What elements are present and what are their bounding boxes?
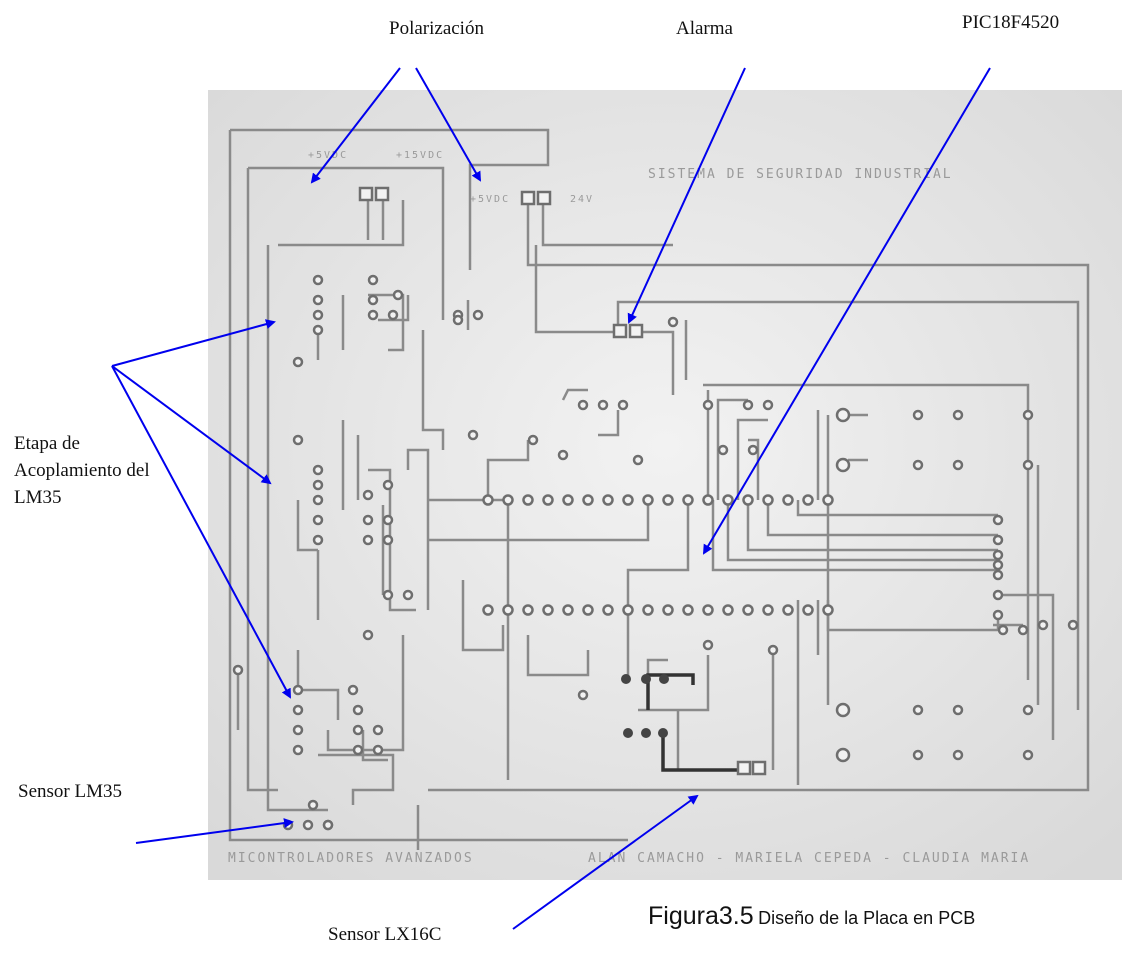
label-sensor-lm35: Sensor LM35 [18, 781, 122, 802]
label-etapa-acoplamiento: Etapa de Acoplamiento del LM35 [14, 433, 150, 508]
board-footer-left: MICONTROLADORES AVANZADOS [228, 851, 474, 866]
label-pic: PIC18F4520 [962, 12, 1060, 33]
pcb-traces: SISTEMA DE SEGURIDAD INDUSTRIAL MICONTRO… [208, 90, 1122, 880]
label-polarizacion: Polarización [389, 18, 484, 39]
board-small-label-3: +5VDC [470, 194, 510, 205]
board-small-label-4: 24V [570, 194, 594, 205]
board-footer-right: ALAN CAMACHO - MARIELA CEPEDA - CLAUDIA … [588, 851, 1030, 866]
figure-caption: Figura3.5 Diseño de la Placa en PCB [648, 902, 975, 931]
board-small-label-1: +5VDC [308, 150, 348, 161]
label-alarma: Alarma [676, 18, 733, 39]
dark-pads [621, 674, 669, 738]
caption-text: Diseño de la Placa en PCB [758, 908, 976, 928]
pcb-board: SISTEMA DE SEGURIDAD INDUSTRIAL MICONTRO… [208, 90, 1122, 880]
board-small-label-2: +15VDC [396, 150, 444, 161]
dark-traces [646, 673, 738, 772]
caption-number: Figura3.5 [648, 902, 754, 930]
board-title: SISTEMA DE SEGURIDAD INDUSTRIAL [648, 167, 953, 182]
label-sensor-lx16c: Sensor LX16C [328, 924, 442, 945]
board-background [208, 90, 1122, 880]
